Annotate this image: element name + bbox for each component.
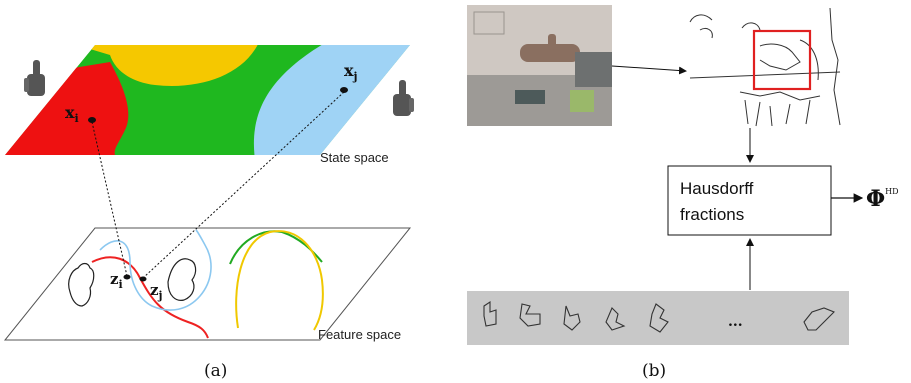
xj-point <box>340 87 348 93</box>
xi-label: xi <box>65 103 79 125</box>
hand-outline-right-icon <box>167 258 197 301</box>
box-line-2: fractions <box>680 205 744 224</box>
red-curve <box>91 256 209 339</box>
yellow-region <box>60 45 260 86</box>
state-space-plane <box>5 45 410 155</box>
panel-a-caption: (a) <box>204 361 227 381</box>
mapping-line-j <box>142 91 345 279</box>
arrow-frame-to-edges <box>611 65 687 75</box>
panel-b-caption: (b) <box>642 361 666 381</box>
panel-a: xi xj State space zi zj Feature space (a… <box>3 45 414 381</box>
panel-b: Hausdorff fractions ΦHD ... (b) <box>467 5 899 381</box>
zj-point <box>139 276 147 282</box>
template-shapes <box>483 300 835 333</box>
detection-highlight-box <box>752 29 812 91</box>
template-hand-3-icon <box>563 305 581 331</box>
xi-point <box>88 117 96 123</box>
yellow-curve <box>235 230 324 331</box>
phi-symbol: ΦHD <box>866 186 899 212</box>
template-hand-2-icon <box>519 303 541 327</box>
template-hand-6-icon <box>803 307 835 331</box>
thumbs-up-icon-right <box>393 80 414 116</box>
zi-label: zi <box>110 270 123 291</box>
blue-curve <box>99 229 212 311</box>
zi-point <box>123 274 131 280</box>
thumbs-up-icon <box>24 60 45 96</box>
state-space-label: State space <box>320 150 389 165</box>
hausdorff-fractions-box <box>667 165 832 236</box>
edge-map-image <box>689 7 841 127</box>
template-strip <box>467 291 849 345</box>
xj-label: xj <box>344 61 358 83</box>
camera-frame-image <box>467 5 612 126</box>
template-ellipsis: ... <box>728 314 743 330</box>
template-hand-4-icon <box>605 307 626 331</box>
box-line-1: Hausdorff <box>680 179 754 198</box>
template-hand-1-icon <box>483 300 497 327</box>
feature-space-label: Feature space <box>318 327 401 342</box>
template-hand-5-icon <box>649 303 669 333</box>
zj-label: zj <box>150 281 163 302</box>
hand-outline-left-icon <box>68 262 95 307</box>
